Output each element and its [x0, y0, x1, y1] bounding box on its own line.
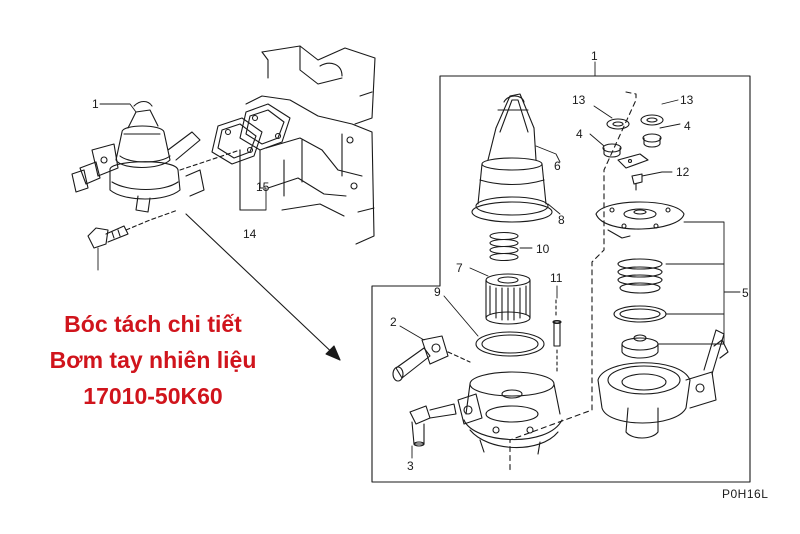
callout-15: 15	[256, 180, 270, 194]
mount-axis-line	[179, 149, 241, 171]
callout-4-right: 4	[684, 119, 691, 133]
center-dashed-axis	[509, 91, 637, 471]
bracket-5	[657, 221, 741, 345]
callout-12: 12	[676, 165, 690, 179]
part-5-diaphragm	[621, 334, 659, 359]
callout-3: 3	[407, 459, 414, 473]
title-line-1: Bóc tách chi tiết	[64, 311, 242, 337]
pump-lower-body	[457, 371, 563, 455]
callout-2: 2	[390, 315, 397, 329]
leaders-13-4	[589, 99, 681, 147]
exploded-view-frame	[371, 75, 751, 483]
callout-5: 5	[742, 286, 749, 300]
valve-set-right	[640, 114, 664, 148]
title-part-number: 17010-50K60	[83, 383, 223, 409]
leader-1-small	[99, 103, 137, 113]
diaphragm-plate	[595, 201, 685, 239]
title-line-2: Bơm tay nhiên liệu	[49, 347, 257, 373]
part-10-spring	[489, 231, 519, 262]
leader-14-15	[239, 149, 261, 211]
part-9-o-ring	[475, 331, 545, 357]
bolt-axis-line	[125, 209, 179, 231]
title-block: Bóc tách chi tiết Bơm tay nhiên liệu 170…	[18, 306, 288, 414]
leader-8	[547, 203, 561, 215]
callout-11: 11	[550, 271, 563, 285]
callout-6: 6	[554, 159, 561, 173]
leader-12	[641, 171, 673, 177]
callout-13-right: 13	[680, 93, 694, 107]
callout-7: 7	[456, 261, 463, 275]
leader-9	[443, 295, 479, 337]
bolt	[87, 225, 129, 249]
part-5-spring	[617, 258, 663, 294]
part-8-cup	[471, 157, 553, 223]
callout-4-left: 4	[576, 127, 583, 141]
part-12-screw	[631, 173, 643, 191]
callout-1-small: 1	[92, 97, 99, 111]
leader-6	[535, 145, 561, 163]
callout-10: 10	[536, 242, 550, 256]
leader-2	[399, 325, 425, 341]
part-7-filter	[485, 273, 531, 325]
callout-8: 8	[558, 213, 565, 227]
figure-code: P0H16L	[722, 487, 768, 501]
assembled-fuel-pump	[71, 100, 205, 213]
gasket-15	[239, 103, 291, 151]
callout-labels: 1 15 14 1 13 13 4 4 12 6 8 10 7 11 9 2 3…	[92, 49, 749, 473]
retainer-plate	[617, 153, 649, 169]
explode-arrow	[185, 213, 341, 361]
part-2-nipple	[392, 335, 449, 382]
callout-13-left: 13	[572, 93, 586, 107]
gasket-14	[211, 117, 263, 165]
leader-7	[469, 267, 489, 277]
part-5-ring	[613, 305, 667, 323]
callout-9: 9	[434, 285, 441, 299]
engine-block-outline	[245, 45, 376, 245]
part-6-retainer-clip	[487, 93, 537, 161]
callout-14: 14	[243, 227, 257, 241]
bracket-14	[239, 187, 267, 211]
nipple-axis	[447, 351, 471, 363]
valve-set-left	[602, 118, 630, 158]
callout-1-box: 1	[591, 49, 598, 63]
part-11-pin	[552, 299, 562, 347]
pump-housing	[597, 329, 729, 439]
part-3-elbow	[409, 403, 457, 447]
